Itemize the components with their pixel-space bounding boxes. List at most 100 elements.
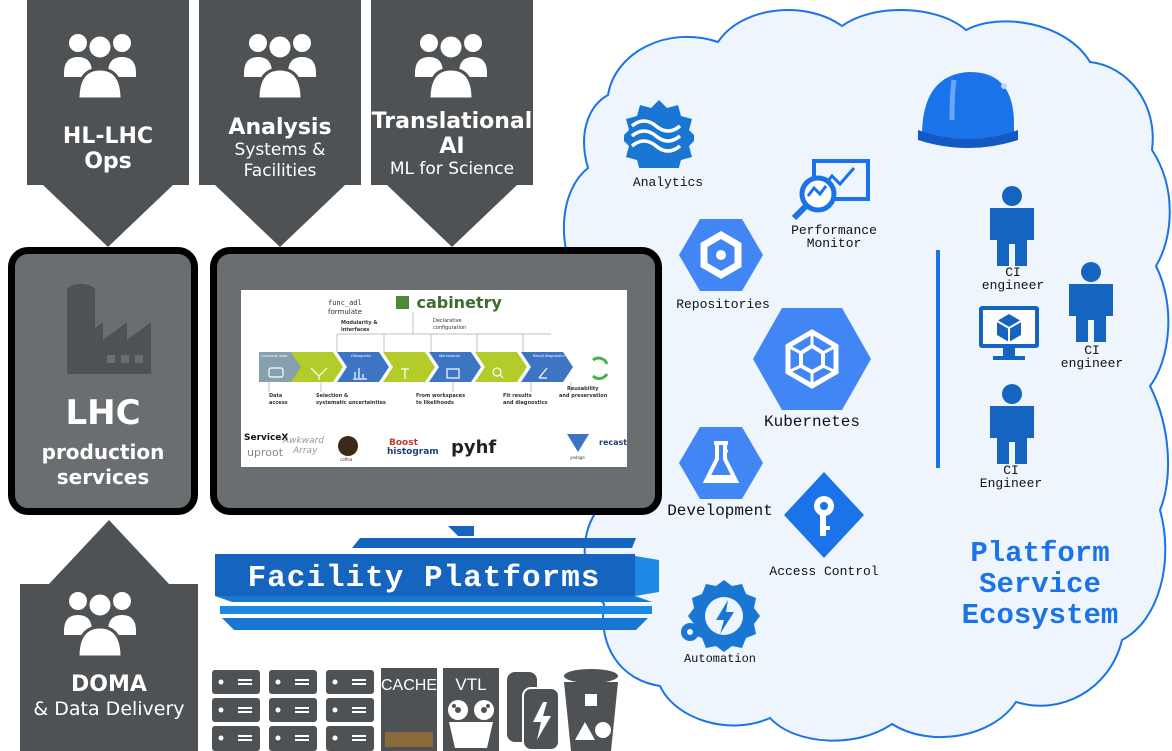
lhc-title: LHC <box>65 393 141 433</box>
arrow-title: Translational <box>371 109 533 134</box>
arrow-title: HL-LHC <box>62 124 154 149</box>
arrow-label-analysis: Analysis Systems & Facilities <box>199 115 361 182</box>
yadage-logo: yadage <box>570 455 585 460</box>
data-access-label-2: access <box>269 400 288 406</box>
vertical-divider <box>936 250 940 468</box>
battery-storage-icon <box>507 672 560 751</box>
vtl-icon <box>443 668 499 751</box>
lhc-subtitle-2: services <box>56 465 150 489</box>
performance-label-2: Monitor <box>806 236 862 251</box>
access-control-label: Access Control <box>769 564 879 579</box>
servicex-logo: ServiceX <box>244 433 289 443</box>
yadage-logo-icon <box>567 434 589 452</box>
automation-icon <box>681 580 760 652</box>
people-group-icon <box>415 33 487 101</box>
performance-label-1: Performance <box>791 223 877 238</box>
modularity-label: Modularity & <box>341 320 378 326</box>
selection-label-2: systematic uncertainties <box>316 400 386 406</box>
kubernetes-label: Kubernetes <box>763 413 860 431</box>
engineer-label-1: CI <box>1003 463 1019 478</box>
automation-label: Automation <box>683 652 756 666</box>
arrow-subtitle: ML for Science <box>389 159 515 179</box>
engineer-label-2: engineer <box>981 278 1045 293</box>
ecosystem-line-3: Ecosystem <box>961 599 1119 632</box>
monitor-cube-icon <box>979 306 1039 360</box>
analytics-label: Analytics <box>632 175 704 190</box>
performance-monitor-icon <box>792 159 870 220</box>
cabinetry-diagram: func_adl formulate cabinetry Modularity … <box>241 290 627 467</box>
development-label: Development <box>667 502 773 520</box>
engineer-label: CI engineer <box>1048 344 1136 370</box>
development-icon <box>679 427 763 499</box>
workspaces-label-2: to likelihoods <box>416 400 454 406</box>
awkward-array-logo: Array <box>293 446 318 456</box>
people-group-icon <box>64 33 136 101</box>
people-group-icon <box>64 591 136 659</box>
factory-icon <box>67 284 151 374</box>
formulate-label: formulate <box>328 308 363 316</box>
engineer-label-1: CI <box>1005 265 1021 280</box>
arrow-title: Analysis <box>228 115 332 140</box>
arrow-title-2: Ops <box>84 149 132 174</box>
configuration-label: configuration <box>433 325 467 331</box>
kubernetes-icon <box>753 308 871 410</box>
cabinetry-logo: cabinetry <box>396 293 502 312</box>
coffea-logo-icon <box>338 436 358 456</box>
doma-title: DOMA <box>71 672 147 697</box>
facility-platforms-title: Facility Platforms <box>247 561 601 596</box>
step-label: Histograms <box>351 354 371 358</box>
func-adl-label: func_adl <box>328 299 362 307</box>
engineer-label-2: Engineer <box>979 476 1043 491</box>
facility-platform-layers <box>215 526 659 630</box>
fit-results-label-2: and diagnostics <box>503 400 548 406</box>
arrow-label-doma: DOMA & Data Delivery <box>20 672 198 721</box>
workflow-chevrons <box>259 312 609 392</box>
awkward-logo: Awkward <box>283 436 325 446</box>
repositories-icon <box>679 219 763 291</box>
access-control-icon <box>784 472 864 558</box>
recast-logo: recast <box>599 438 627 447</box>
people-group-icon <box>244 33 316 101</box>
arrow-subtitle-2: Facilities <box>243 161 317 181</box>
reusability-label-2: and preservation <box>559 393 608 399</box>
pyhf-logo: pyhf <box>451 437 497 458</box>
platform-service-ecosystem-title: Platform Service Ecosystem <box>905 538 1172 631</box>
engineer-icon <box>990 186 1034 266</box>
arrow-title-2: AI <box>439 134 465 159</box>
cache-icon <box>381 668 437 751</box>
arrow-analysis <box>199 0 361 247</box>
server-rack-icons <box>212 670 374 751</box>
ecosystem-line-2: Service <box>979 568 1101 601</box>
analytics-icon <box>624 100 694 168</box>
workspaces-label: From workspaces <box>416 393 466 399</box>
performance-monitor-label: Performance Monitor <box>780 224 888 250</box>
uproot-logo: uproot <box>247 446 284 459</box>
step-label: Columnar data <box>261 354 287 358</box>
trash-bin-icon <box>564 669 618 751</box>
vtl-label: VTL <box>455 675 487 694</box>
histogram-logo: histogram <box>387 447 439 457</box>
hard-hat-icon <box>918 72 1018 148</box>
engineer-label-2: engineer <box>1060 356 1124 371</box>
engineer-icon <box>990 384 1034 464</box>
engineer-label: CI engineer <box>968 266 1058 292</box>
cache-label: CACHE <box>381 677 438 694</box>
arrow-translational-ai <box>371 0 533 247</box>
cabinetry-logo-text: cabinetry <box>416 293 502 312</box>
arrow-subtitle: Systems & <box>234 140 326 160</box>
boost-logo: Boost <box>389 438 418 448</box>
engineer-label-1: CI <box>1084 343 1100 358</box>
interfaces-label: interfaces <box>341 327 370 333</box>
declarative-label: Declarative <box>433 318 462 324</box>
reusability-label: Reusability <box>567 386 599 392</box>
arrow-label-translational-ai: Translational AI ML for Science <box>371 109 533 180</box>
engineer-icon <box>1069 262 1113 342</box>
lhc-production-box: LHC production services <box>8 247 198 515</box>
ecosystem-line-1: Platform <box>970 537 1110 570</box>
data-access-label: Data <box>269 393 283 399</box>
coffea-logo: coffea <box>340 457 353 462</box>
cabinetry-logo-icon <box>396 296 409 309</box>
lhc-subtitle-1: production <box>41 440 165 464</box>
step-label: Workspaces <box>439 354 460 358</box>
selection-label: Selection & <box>316 393 349 399</box>
